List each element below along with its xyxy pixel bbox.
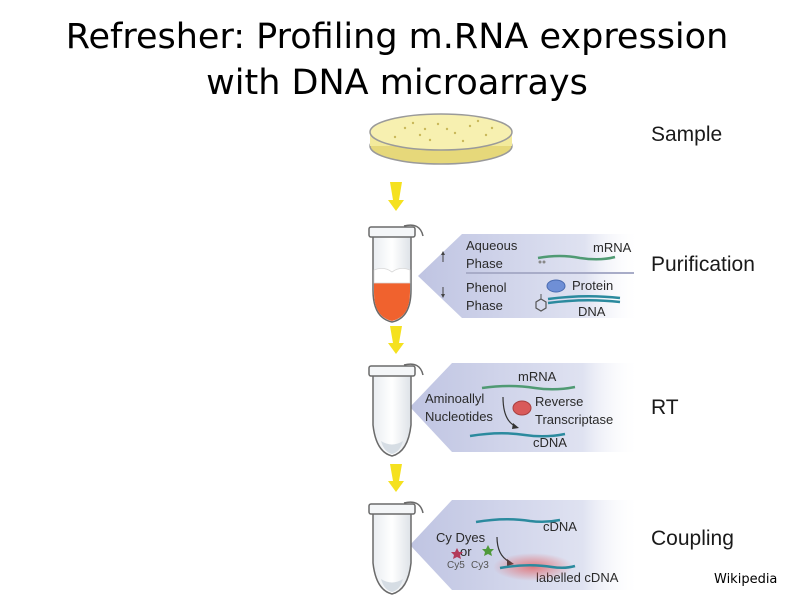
flow-arrow-icon [388,464,404,492]
cy5-label: Cy5 [447,560,465,571]
rt-cdna-strand-icon [469,432,566,438]
slide-title: Refresher: Profiling m.RNA expression wi… [0,14,794,106]
labelled-cdna-strand-icon [499,564,576,570]
image-credit: Wikipedia [714,572,778,587]
nucleotides-label: Nucleotides [425,409,493,424]
title-line-1: Refresher: Profiling m.RNA expression [65,17,729,57]
phenol-label-2: Phase [466,298,503,313]
protein-icon [546,279,566,293]
or-label: or [460,544,472,559]
aminoallyl-label: Aminoallyl [425,391,484,406]
fluorescence-glow-icon [493,553,573,581]
rt-tube-icon [368,363,424,457]
phase-arrow-down-icon [441,287,445,298]
aqueous-label: Aqueous [466,238,518,253]
phase-separation-tube-icon [368,224,424,323]
flow-arrow-icon [388,326,404,354]
mrna-strand-icon [537,254,616,261]
cy-dyes-label: Cy Dyes [436,530,486,545]
reverse-label: Reverse [535,394,583,409]
aqueous-label-2: Phase [466,256,503,271]
step-label-purification: Purification [651,253,755,276]
coupling-cdna-strand-icon [475,518,561,524]
cy3-label: Cy3 [471,560,489,571]
coupling-panel [410,500,640,590]
coupling-cdna-label: cDNA [543,519,577,534]
step-label-rt: RT [651,396,679,419]
enzyme-icon [512,400,532,416]
phase-arrow-up-icon [441,251,445,262]
protein-label: Protein [572,278,613,293]
rt-mrna-label: mRNA [518,369,557,384]
rt-cdna-label: cDNA [533,435,567,450]
small-molecule-icon [538,260,546,264]
step-label-sample: Sample [651,123,723,146]
step-label-coupling: Coupling [651,527,734,550]
dna-strand-icon [547,294,621,305]
coupling-tube-icon [368,501,424,595]
transcriptase-label: Transcriptase [535,412,613,427]
cy3-dye-icon [482,545,494,556]
flow-arrow-icon [388,182,404,211]
rt-mrna-strand-icon [481,384,576,391]
title-line-2: with DNA microarrays [206,63,588,103]
mrna-label: mRNA [593,240,632,255]
dna-label: DNA [578,304,606,319]
petri-dish-icon [369,113,513,165]
phenol-molecule-icon [535,294,547,312]
curved-arrow-icon [502,396,519,429]
phenol-label: Phenol [466,280,507,295]
cy5-dye-icon [451,548,463,559]
